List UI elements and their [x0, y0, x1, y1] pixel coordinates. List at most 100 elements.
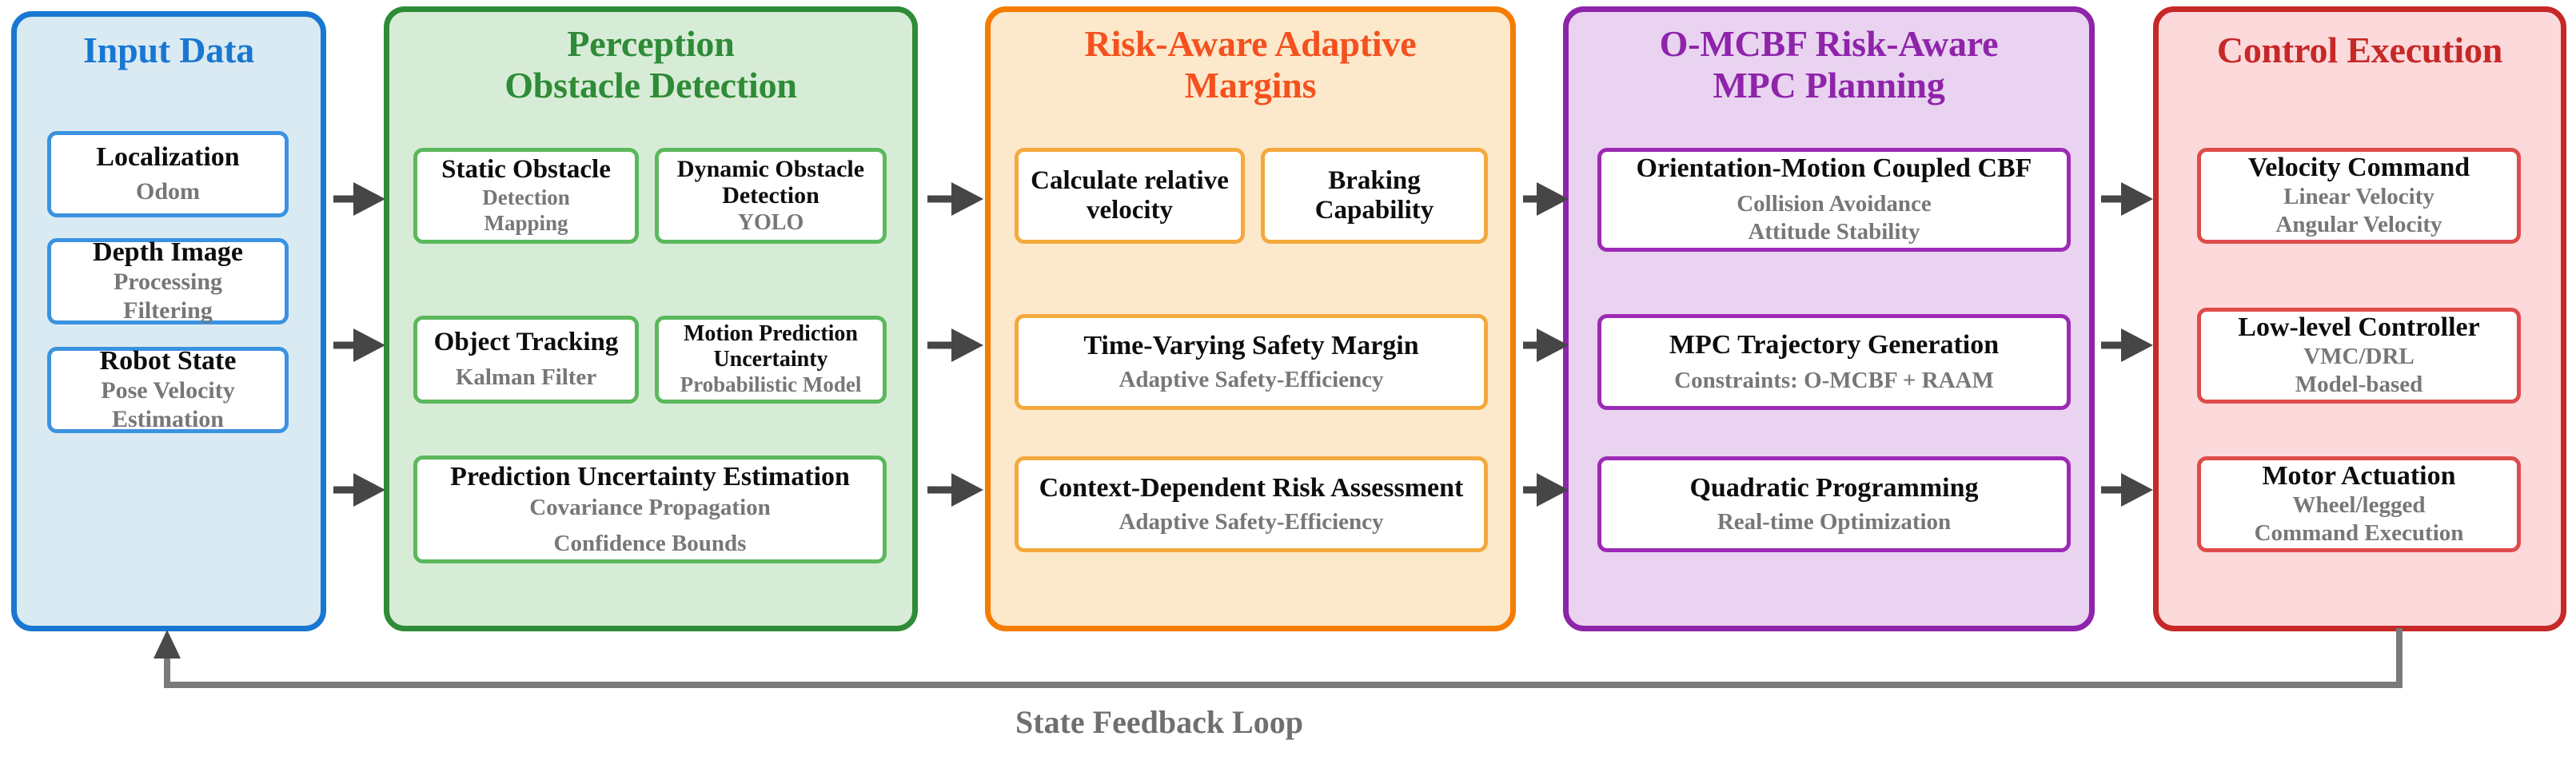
card-sub: Real-time Optimization	[1717, 508, 1952, 535]
panel-title-line: MPC Planning	[1713, 64, 1945, 105]
card-title: Braking Capability	[1314, 166, 1434, 225]
arrow-head-icon	[353, 182, 385, 216]
card-sub: Linear Velocity	[2283, 184, 2434, 210]
arrow-shaft	[333, 486, 357, 494]
card-motor-actuation[interactable]: Motor Actuation Wheel/legged Command Exe…	[2197, 456, 2521, 552]
card-title: Low-level Controller	[2238, 312, 2480, 343]
arrow-shaft	[333, 195, 357, 203]
arrow-shaft	[1523, 486, 1541, 494]
arrow-head-icon	[1537, 328, 1569, 362]
card-sub: Filtering	[123, 297, 213, 324]
card-title: Motor Actuation	[2262, 461, 2456, 491]
feedback-line-bottom	[164, 682, 2403, 688]
card-motion-prediction-uncertainty[interactable]: Motion Prediction Uncertainty Probabilis…	[655, 316, 887, 404]
card-sub: Constraints: O-MCBF + RAAM	[1674, 367, 1994, 393]
card-title: Orientation-Motion Coupled CBF	[1636, 153, 2032, 184]
card-time-varying-safety-margin[interactable]: Time-Varying Safety Margin Adaptive Safe…	[1015, 314, 1488, 410]
card-title: MPC Trajectory Generation	[1669, 329, 2000, 360]
card-sub: VMC/DRL	[2303, 344, 2415, 370]
card-orientation-motion-coupled-cbf[interactable]: Orientation-Motion Coupled CBF Collision…	[1597, 148, 2071, 252]
arrow-head-icon	[2121, 182, 2153, 216]
feedback-arrow-head-icon	[154, 630, 181, 659]
arrow-head-icon	[951, 473, 983, 507]
card-mpc-trajectory-generation[interactable]: MPC Trajectory Generation Constraints: O…	[1597, 314, 2071, 410]
card-sub: Kalman Filter	[455, 364, 597, 391]
card-braking-capability[interactable]: Braking Capability	[1261, 148, 1488, 244]
card-sub: Adaptive Safety-Efficiency	[1119, 366, 1384, 392]
card-sub: Confidence Bounds	[553, 530, 747, 556]
arrow-shaft	[1523, 341, 1541, 349]
arrow-shaft	[2101, 486, 2125, 494]
card-title: Prediction Uncertainty Estimation	[450, 461, 850, 491]
card-velocity-command[interactable]: Velocity Command Linear Velocity Angular…	[2197, 148, 2521, 244]
panel-title-input-data: Input Data	[17, 30, 321, 71]
card-title: Depth Image	[93, 237, 243, 267]
card-quadratic-programming[interactable]: Quadratic Programming Real-time Optimiza…	[1597, 456, 2071, 552]
card-sub: Collision Avoidance	[1737, 191, 1932, 217]
panel-omcbf-mpc-planning: O-MCBF Risk-Aware MPC Planning Orientati…	[1563, 6, 2095, 631]
feedback-loop-label: State Feedback Loop	[1015, 704, 1303, 740]
arrow-head-icon	[1537, 473, 1569, 507]
card-sub: Probabilistic Model	[680, 372, 862, 397]
card-sub: Command Execution	[2254, 520, 2464, 547]
card-title: Time-Varying Safety Margin	[1083, 330, 1419, 360]
arrow-head-icon	[353, 473, 385, 507]
panel-title-line: Margins	[1184, 64, 1317, 105]
card-sub: Adaptive Safety-Efficiency	[1119, 508, 1384, 535]
card-sub: Mapping	[484, 211, 568, 236]
card-title: Velocity Command	[2247, 153, 2470, 183]
card-sub: Model-based	[2295, 372, 2423, 398]
arrow-head-icon	[2121, 328, 2153, 362]
panel-title-line: Control Execution	[2216, 30, 2503, 70]
card-sub: Angular Velocity	[2275, 212, 2442, 238]
arrow-shaft	[927, 195, 955, 203]
card-prediction-uncertainty-estimation[interactable]: Prediction Uncertainty Estimation Covari…	[413, 456, 887, 563]
panel-title-line: Input Data	[82, 30, 254, 70]
panel-risk-aware-adaptive-margins: Risk-Aware Adaptive Margins Calculate re…	[985, 6, 1516, 631]
arrow-shaft	[2101, 341, 2125, 349]
panel-title-control-execution: Control Execution	[2159, 30, 2561, 71]
card-sub: YOLO	[737, 209, 804, 235]
card-sub: Detection	[482, 185, 570, 210]
card-sub: Covariance Propagation	[529, 494, 771, 520]
arrow-head-icon	[2121, 473, 2153, 507]
card-object-tracking[interactable]: Object Tracking Kalman Filter	[413, 316, 639, 404]
card-depth-image[interactable]: Depth Image Processing Filtering	[47, 237, 289, 324]
feedback-line-left	[164, 655, 170, 687]
panel-title-line: Perception	[567, 23, 735, 64]
arrow-shaft	[927, 486, 955, 494]
arrow-head-icon	[353, 328, 385, 362]
arrow-shaft	[927, 341, 955, 349]
card-title: Quadratic Programming	[1689, 472, 1979, 503]
panel-control-execution: Control Execution Velocity Command Linea…	[2153, 6, 2566, 631]
panel-title-omcbf: O-MCBF Risk-Aware MPC Planning	[1569, 23, 2089, 106]
panel-title-raam: Risk-Aware Adaptive Margins	[991, 23, 1510, 106]
card-sub: Pose Velocity	[101, 377, 235, 404]
panel-title-line: O-MCBF Risk-Aware	[1659, 23, 1999, 64]
card-context-dependent-risk-assessment[interactable]: Context-Dependent Risk Assessment Adapti…	[1015, 456, 1488, 552]
card-calculate-relative-velocity[interactable]: Calculate relative velocity	[1015, 148, 1245, 244]
card-title: Static Obstacle	[441, 155, 611, 185]
card-localization[interactable]: Localization Odom	[47, 131, 289, 217]
panel-title-perception: Perception Obstacle Detection	[389, 23, 912, 106]
card-static-obstacle[interactable]: Static Obstacle Detection Mapping	[413, 148, 639, 244]
card-dynamic-obstacle-detection[interactable]: Dynamic Obstacle Detection YOLO	[655, 148, 887, 244]
card-robot-state[interactable]: Robot State Pose Velocity Estimation	[47, 346, 289, 433]
panel-input-data: Input Data Localization Odom Depth Image…	[11, 11, 326, 631]
card-low-level-controller[interactable]: Low-level Controller VMC/DRL Model-based	[2197, 308, 2521, 404]
arrow-head-icon	[951, 182, 983, 216]
arrow-head-icon	[951, 328, 983, 362]
arrow-shaft	[333, 341, 357, 349]
panel-title-line: Risk-Aware Adaptive	[1084, 23, 1417, 64]
card-sub: Estimation	[111, 406, 224, 433]
card-title: Context-Dependent Risk Assessment	[1039, 472, 1464, 503]
card-title: Motion Prediction Uncertainty	[683, 321, 858, 372]
card-sub: Attitude Stability	[1748, 219, 1920, 245]
card-title: Localization	[96, 141, 240, 172]
panel-perception: Perception Obstacle Detection Static Obs…	[384, 6, 918, 631]
card-title: Dynamic Obstacle Detection	[676, 155, 865, 209]
arrow-shaft	[2101, 195, 2125, 203]
panel-title-line: Obstacle Detection	[504, 64, 797, 105]
arrow-head-icon	[1537, 182, 1569, 216]
